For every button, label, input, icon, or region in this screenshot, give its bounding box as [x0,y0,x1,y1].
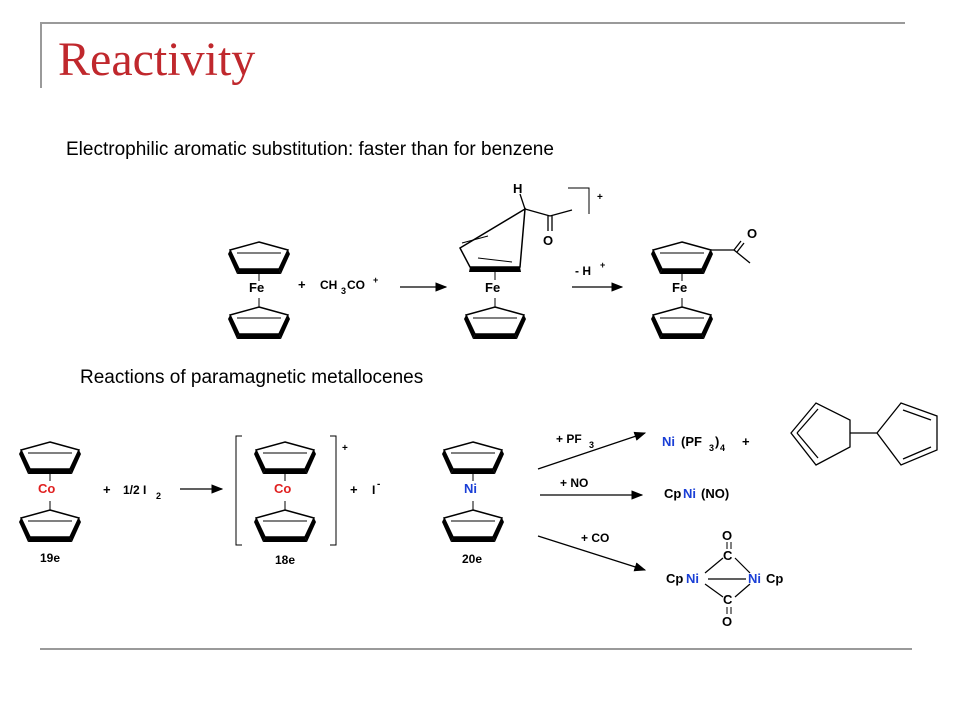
dimer-c-top: C [723,548,733,563]
cobaltocene-metal-label: Co [38,481,55,496]
dimer-c-bottom: C [723,592,733,607]
dimer-ni-right: Ni [748,571,761,586]
reagent-plus-sign: + [298,277,306,292]
co-reaction: + CO [537,531,647,572]
reagent-ch-label: CH [320,278,337,292]
pf3-reagent-label: + PF [556,432,582,446]
cpnino-metal-label: Ni [683,486,696,501]
caption-paramagnetic-metallocenes: Reactions of paramagnetic metallocenes [80,367,424,388]
pf3-reaction: + PF 3 Ni (PF 3 ) 4 + [537,431,750,470]
iodide-label: I [372,483,375,497]
cpnino-cp-label: Cp [664,486,681,501]
nipf3-plus-sign: + [742,434,750,449]
nipf3-close-paren: ) [715,434,719,449]
dimer-cp-right: Cp [766,571,783,586]
product-metal-label: Fe [672,280,687,295]
slide-frame-bottom-rule [40,648,912,650]
acetylium-reagent: CH 3 CO + [320,275,378,296]
cobaltocenium-charge: + [342,443,348,454]
nipf3-ligand-label: (PF [681,434,702,449]
cobaltocenium-electron-count: 18e [275,553,295,567]
deprotonation-step: - H + [572,260,624,292]
arrow-to-dimer [537,535,647,572]
cpnino-ligand-label: (NO) [701,486,729,501]
nickelocene-electron-count: 20e [462,552,482,566]
nickelocene-metal-label: Ni [464,481,477,496]
slide-frame-left-rule [40,22,42,88]
cpni-carbonyl-dimer: Cp Ni Ni Cp C C O O [666,528,783,629]
iodine-reagent: + 1/2 I 2 [103,482,161,501]
ferrocene-molecule: Fe [227,241,291,340]
intermediate-charge: + [597,192,603,203]
iodide-superscript: - [377,479,380,490]
deprotonation-label: - H [575,264,591,278]
deprotonation-superscript: + [600,260,605,270]
iodide-counterion: + I - [350,479,380,497]
caption-electrophilic-substitution: Electrophilic aromatic substitution: fas… [66,139,554,160]
cobaltocenium-metal-label: Co [274,481,291,496]
nipf3-subscript-inner: 3 [709,443,714,453]
co-reagent-label: + CO [581,531,609,545]
intermediate-metal-label: Fe [485,280,500,295]
arrow-to-nipf3 [537,431,647,470]
sigma-complex-intermediate: H O Fe + [459,181,603,340]
ferrocene-metal-label: Fe [249,280,264,295]
nickelocene-molecule: Ni 20e [441,441,505,566]
nipf3-subscript-outer: 4 [720,443,725,453]
bicyclopentadienyl-molecule [790,402,938,466]
iodine-label: 1/2 I [123,483,146,497]
dimer-o-top: O [722,528,732,543]
iodine-subscript: 2 [156,491,161,501]
cobaltocenium-ion: Co + 18e [235,435,348,567]
dimer-ni-left: Ni [686,571,699,586]
reagent-subscript: 3 [341,286,346,296]
slide-title: Reactivity [58,33,256,86]
acetylferrocene-product: O Fe [650,226,757,340]
cobaltocene-molecule: Co 19e [18,441,82,565]
product-o-label: O [747,226,757,241]
dimer-cp-left: Cp [666,571,683,586]
reagent-superscript: + [373,275,378,285]
slide-frame-top-rule [40,22,905,24]
iodine-plus-sign: + [103,482,111,497]
no-reaction: + NO Cp Ni (NO) [540,476,729,501]
iodide-plus-sign: + [350,482,358,497]
intermediate-h-label: H [513,181,522,196]
no-reagent-label: + NO [560,476,588,490]
dimer-o-bottom: O [722,614,732,629]
cobaltocene-electron-count: 19e [40,551,60,565]
intermediate-o-label: O [543,233,553,248]
reagent-co-label: CO [347,278,365,292]
nipf3-metal-label: Ni [662,434,675,449]
pf3-reagent-subscript: 3 [589,440,594,450]
